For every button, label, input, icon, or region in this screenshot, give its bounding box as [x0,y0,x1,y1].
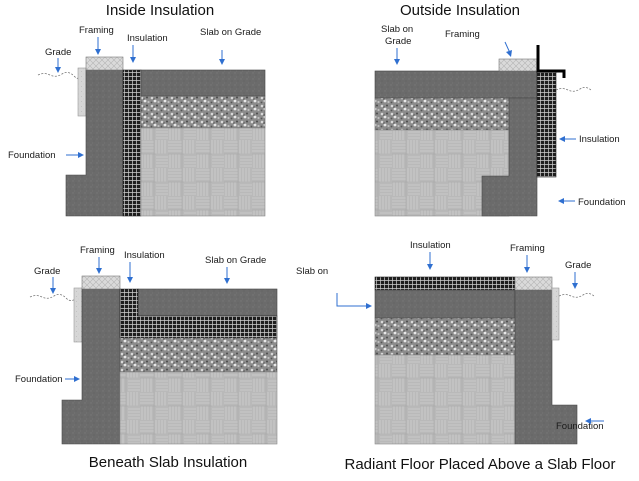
soil-subgrade [119,371,278,445]
label-grade: Grade [45,47,71,58]
flashing-bracket [536,45,566,78]
label-foundation: Foundation [15,374,63,385]
label-foundation: Foundation [556,421,604,432]
label-foundation: Foundation [8,150,56,161]
panel-beneath-slab-insulation: Framing Insulation Slab on Grade Grade F… [15,245,278,471]
panel-title-radiant: Radiant Floor Placed Above a Slab Floor [345,456,616,473]
arrow-foundation [65,376,80,382]
panel-radiant-floor: Insulation Framing Grade Slab on Foundat… [296,240,616,473]
arrow-foundation [66,152,84,158]
grade-line [558,293,596,298]
framing-block [81,275,121,290]
arrow-foundation [558,198,575,204]
arrow-framing [96,257,102,274]
framing-block [85,56,124,71]
arrow-slab [336,293,372,309]
label-framing: Framing [80,245,115,256]
framing-block [514,276,553,291]
foundation-wall [65,69,124,217]
panel-title-inside: Inside Insulation [106,2,214,19]
label-insulation: Insulation [579,134,620,145]
grade-line [29,294,79,301]
soil-block [77,67,87,117]
grade-line [555,87,593,92]
label-slab-on-grade: Slab on Grade [205,255,266,266]
panel-title-outside: Outside Insulation [400,2,520,19]
soil-subgrade [140,127,266,217]
arrow-insulation [559,136,576,142]
label-insulation: Insulation [124,250,165,261]
gravel-layer [119,337,278,373]
arrow-framing [524,255,530,273]
arrow-slab [224,267,230,284]
label-grade: Grade [34,266,60,277]
gravel-layer [140,95,266,129]
arrow-framing [95,37,101,55]
gravel-layer [374,317,516,356]
label-slab-on-grade: Slab on Grade [200,27,261,38]
soil-block [551,287,560,341]
framing-block [498,58,538,72]
slab [374,70,538,99]
label-framing: Framing [79,25,114,36]
panel-outside-insulation: Outside Insulation Slab on Grade Framing… [374,2,626,217]
gravel-layer [374,97,510,131]
label-slab-on-grade-line2: Grade [385,36,411,47]
insulation-vertical [122,69,142,217]
arrow-grade [55,58,61,73]
label-slab-on: Slab on [296,266,328,277]
slab [374,289,516,319]
arrow-framing [504,41,512,57]
arrow-slab [394,48,400,65]
label-framing: Framing [510,243,545,254]
soil-block [73,287,83,343]
label-insulation: Insulation [410,240,451,251]
slab [137,288,278,317]
arrow-foundation [585,418,604,424]
arrow-insulation [130,45,136,63]
slab [140,69,266,97]
label-framing: Framing [445,29,480,40]
arrow-grade [572,272,578,289]
grade-line [37,72,83,79]
insulation-vertical [536,70,557,178]
label-foundation: Foundation [578,197,626,208]
radiant-insulation [374,276,516,291]
arrow-slab [219,50,225,65]
arrow-insulation [127,262,133,283]
label-grade: Grade [565,260,591,271]
arrow-insulation [427,252,433,270]
label-insulation: Insulation [127,33,168,44]
foundation-wall [61,288,121,445]
arrow-grade [50,277,56,294]
panel-title-beneath: Beneath Slab Insulation [89,454,247,471]
label-slab-on-grade-line1: Slab on [381,24,413,35]
panel-inside-insulation: Inside Insulation Framing Grade Insulati… [8,2,266,217]
soil-subgrade [374,354,516,445]
